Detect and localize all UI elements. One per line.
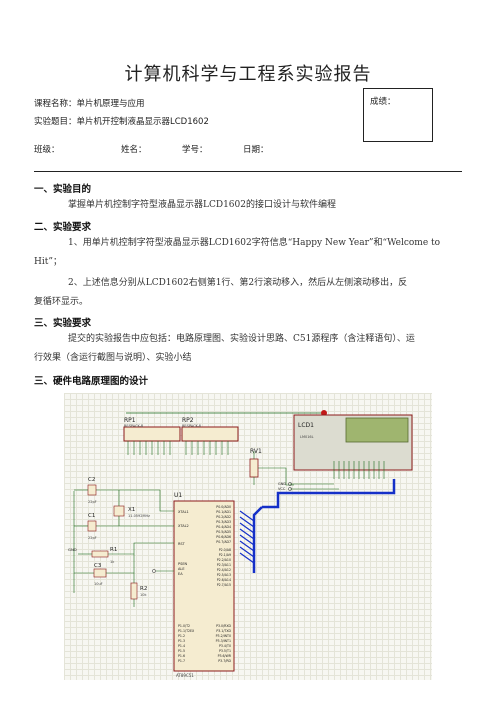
section-4-heading: 三、硬件电路原理图的设计: [34, 376, 149, 387]
pin-p0-4: P0.4/AD4: [216, 525, 231, 529]
c1-value: 22pF: [88, 536, 97, 540]
pin-p1-6: P1.6: [178, 654, 185, 658]
section-2-item-1-line-1: 1、用单片机控制字符型液晶显示器LCD1602字符信息“Happy New Ye…: [68, 238, 441, 248]
section-3-text-line-2: 行效果（含运行截图与说明）、实验小结: [34, 353, 192, 363]
pin-p1-5: P1.5: [178, 649, 185, 653]
pin-p1-4: P1.4: [178, 644, 185, 648]
data-bus-top: [262, 479, 396, 509]
c3-label: C3: [94, 563, 102, 569]
date-label: 日期：: [243, 145, 269, 155]
grade-label: 成绩：: [370, 97, 396, 107]
lcd-gnd-label: GND: [278, 482, 286, 486]
pin-psen: PSEN: [178, 562, 188, 566]
pin-ea: EA: [178, 572, 183, 576]
rp1-label: RP1: [124, 417, 136, 424]
section-2-heading: 二、实验要求: [34, 222, 92, 233]
lcd-vcc-label: VCC: [278, 487, 286, 491]
pin-p2-6: P2.6/A14: [217, 578, 231, 582]
pin-p1-7: P1.7: [178, 659, 185, 663]
name-label: 姓名：: [121, 145, 147, 155]
c1-body: [87, 520, 97, 532]
rv1-body: [249, 458, 259, 478]
u1-label: U1: [174, 492, 182, 499]
pin-xtal1: XTAL1: [178, 510, 189, 514]
u1-sub: AT89C51: [176, 673, 194, 678]
pin-p0-6: P0.6/AD6: [216, 535, 231, 539]
student-id-label: 学号：: [182, 145, 208, 155]
c2-body: [87, 484, 97, 496]
pin-ale: ALE: [178, 567, 185, 571]
pin-p2-0: P2.0/A8: [219, 548, 231, 552]
reset-gnd-label: GND: [68, 547, 77, 552]
pin-p2-2: P2.2/A10: [217, 558, 231, 562]
pin-p3-6: P3.6/WR: [218, 654, 232, 658]
pin-p0-1: P0.1/AD1: [216, 510, 231, 514]
pin-p1-0: P1.0/T2: [178, 624, 190, 628]
pin-p1-2: P1.2: [178, 634, 185, 638]
schematic-drawing: RP1 RESPACK-8 RP2 RESPACK-8: [68, 410, 413, 678]
pin-p3-5: P3.5/T1: [219, 649, 231, 653]
circuit-schematic: RP1 RESPACK-8 RP2 RESPACK-8: [64, 393, 432, 680]
rp1-sub: RESPACK-8: [124, 424, 143, 428]
section-2-item-2-line-2: 复循环显示。: [34, 297, 89, 307]
x1-label: X1: [128, 507, 135, 513]
section-1-text: 掌握单片机控制字符型液晶显示器LCD1602的接口设计与软件编程: [68, 200, 336, 210]
pin-p0-5: P0.5/AD5: [216, 530, 231, 534]
pin-p3-0: P3.0/RXD: [216, 624, 231, 628]
section-2-item-1-line-2: Hit”；: [34, 257, 62, 267]
rp2-body: [181, 426, 239, 442]
pin-p1-3: P1.3: [178, 639, 185, 643]
r1-label: R1: [110, 547, 117, 553]
header-divider: [34, 171, 462, 172]
c3-body: [93, 568, 107, 578]
pin-p2-7: P2.7/A15: [217, 583, 231, 587]
rp2-sub: RESPACK-8: [182, 424, 201, 428]
rv1-label: RV1: [250, 448, 262, 455]
lcd1-label: LCD1: [298, 422, 314, 429]
r2-value: 10k: [140, 593, 147, 597]
r1-value: 1k: [110, 560, 115, 564]
pin-rst: RST: [178, 542, 186, 546]
pin-p2-1: P2.1/A9: [219, 553, 231, 557]
c2-value: 22pF: [88, 500, 97, 504]
pin-p3-4: P3.4/T0: [219, 644, 231, 648]
u1-body: [173, 500, 235, 672]
course-name: 课程名称：单片机原理与应用: [34, 99, 145, 109]
c1-label: C1: [88, 513, 95, 519]
rp1-body: [123, 426, 181, 442]
pin-p3-1: P3.1/TXD: [216, 629, 231, 633]
class-label: 班级：: [34, 145, 60, 155]
pin-p3-3: P3.3/INT1: [216, 639, 231, 643]
x1-body: [113, 505, 125, 517]
r2-label: R2: [140, 586, 147, 592]
c3-value: 10uF: [94, 582, 103, 586]
pin-xtal2: XTAL2: [178, 524, 189, 528]
x1-value: 11.0592MHz: [128, 514, 150, 518]
section-3-heading: 三、实验要求: [34, 318, 92, 329]
lcd1-sub: LM016L: [300, 435, 314, 439]
pin-p0-0: P0.0/AD0: [216, 505, 231, 509]
section-2-item-2-line-1: 2、上述信息分别从LCD1602右侧第1行、第2行滚动移入，然后从左侧滚动移出，…: [68, 278, 408, 288]
rp2-label: RP2: [182, 417, 194, 424]
experiment-topic: 实验题目：单片机开控制液晶显示器LCD1602: [34, 117, 209, 127]
pin-p0-2: P0.2/AD2: [216, 515, 231, 519]
section-1-heading: 一、实验目的: [34, 184, 92, 195]
pin-p3-2: P3.2/INT0: [216, 634, 231, 638]
r2-body: [130, 582, 138, 600]
r1-body: [91, 550, 109, 558]
page-title: 计算机科学与工程系实验报告: [124, 64, 372, 85]
data-bus: [252, 506, 263, 573]
pin-p2-3: P2.3/A11: [217, 563, 231, 567]
c2-label: C2: [88, 477, 95, 483]
pin-p0-3: P0.3/AD3: [216, 520, 231, 524]
grade-box: 成绩：: [363, 88, 433, 142]
pin-p0-7: P0.7/AD7: [216, 540, 231, 544]
pin-p2-5: P2.5/A13: [217, 573, 231, 577]
lcd1-screen: [345, 417, 409, 443]
pin-p2-4: P2.4/A12: [217, 568, 231, 572]
pin-p1-1: P1.1/T2EX: [178, 629, 195, 633]
section-3-text-line-1: 提交的实验报告中应包括：电路原理图、实验设计思路、C51源程序（含注释语句）、运: [68, 334, 415, 344]
pin-p3-7: P3.7/RD: [218, 659, 231, 663]
